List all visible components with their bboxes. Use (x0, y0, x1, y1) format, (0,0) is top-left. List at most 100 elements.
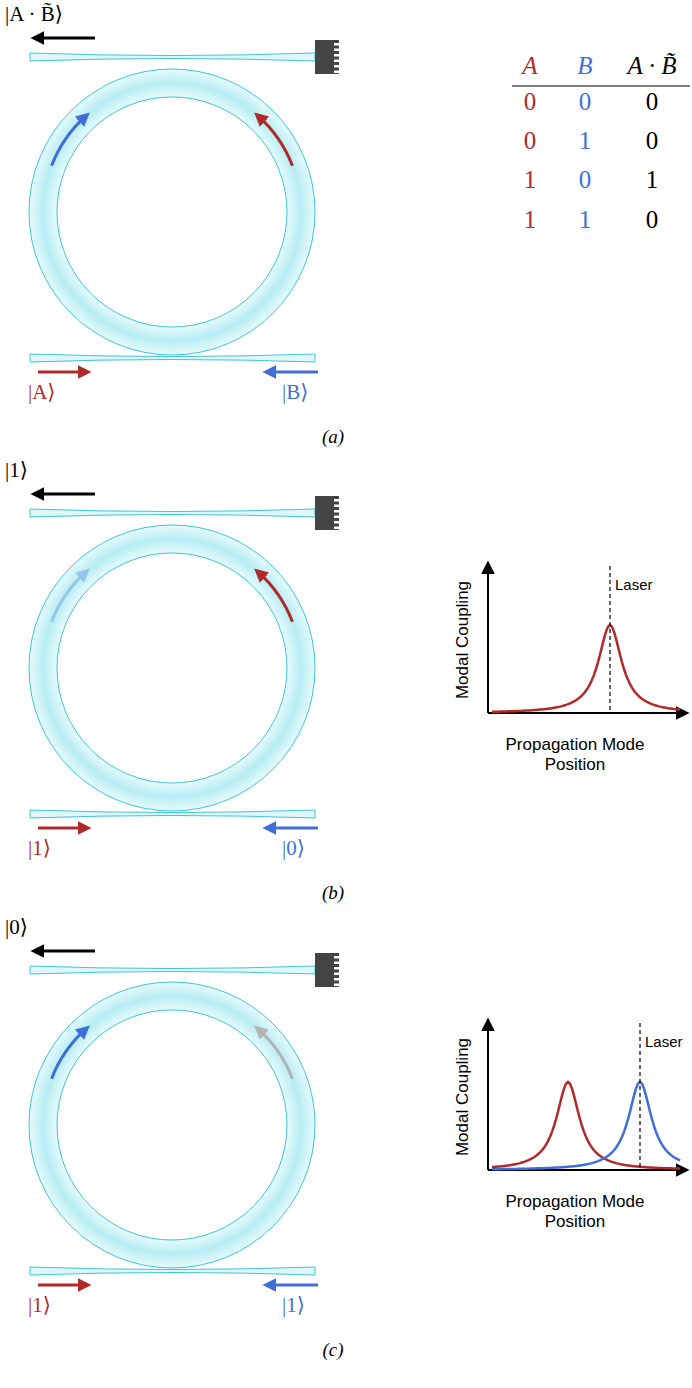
table-cell: 1 (524, 206, 537, 235)
table-cell: 0 (646, 88, 659, 117)
table-cell: 1 (579, 127, 592, 156)
input-a-arrow (38, 371, 86, 374)
ring-resonator (29, 69, 315, 355)
x-axis (488, 712, 684, 714)
grating-tooth (334, 978, 339, 981)
grating-tooth (334, 984, 339, 987)
bus-waveguide (30, 53, 315, 61)
input-ket: |1⟩ (28, 836, 51, 860)
table-cell: 0 (579, 166, 592, 195)
lorentzian-curve (492, 625, 680, 712)
grating-tooth (334, 505, 339, 508)
grating-tooth (334, 71, 339, 74)
grating-tooth (334, 973, 339, 976)
table-cell: 1 (646, 166, 659, 195)
ring-mode-arrow (258, 116, 292, 166)
panel-label: (b) (322, 882, 344, 904)
output-arrow-group (36, 38, 95, 39)
ring-resonator (29, 982, 315, 1268)
output-ket: |A · B̃⟩ (5, 2, 63, 26)
ring-panel (29, 494, 339, 828)
axis-label: Modal Coupling (453, 1038, 473, 1156)
output-arrow (36, 493, 95, 496)
ring-mode-arrow-group (52, 1029, 86, 1079)
input-b-arrow-group (268, 828, 318, 829)
ring-panel (29, 38, 339, 372)
output-arrow (36, 950, 95, 953)
output-ket: |1⟩ (5, 458, 28, 482)
grating-tooth (334, 962, 339, 965)
laser-line (609, 566, 610, 713)
input-a-arrow (38, 1284, 86, 1287)
output-arrow-group (36, 951, 95, 952)
axis-label: Propagation Mode Position (505, 1192, 645, 1231)
ring-mode-arrow-group (52, 116, 86, 166)
input-b-arrow-group (268, 1285, 318, 1286)
laser-line (639, 1023, 640, 1170)
table-cell: 0 (646, 127, 659, 156)
output-arrow-group (36, 494, 95, 495)
input-ket: |1⟩ (282, 1293, 305, 1317)
grating-tooth (334, 60, 339, 63)
bus-waveguide (30, 509, 315, 517)
panel-label: (a) (322, 426, 344, 448)
input-a-arrow-group (38, 828, 86, 829)
table-cell: 1 (524, 166, 537, 195)
grating-tooth (334, 967, 339, 970)
input-a-arrow-group (38, 372, 86, 373)
y-axis (487, 566, 489, 713)
input-ket: |B⟩ (282, 380, 308, 404)
ring-mode-arrow (52, 1029, 86, 1079)
panel-label: (c) (322, 1339, 343, 1361)
input-a-arrow (38, 827, 86, 830)
table-cell: 0 (524, 88, 537, 117)
table-header: B (577, 52, 592, 81)
grating-tooth (334, 43, 339, 46)
input-a-arrow-group (38, 1285, 86, 1286)
output-ket: |0⟩ (5, 915, 28, 939)
table-header: A (522, 52, 537, 81)
grating-tooth (334, 499, 339, 502)
ring-resonator (29, 525, 315, 811)
table-cell: 0 (524, 127, 537, 156)
lorentzian-curve (492, 1082, 680, 1169)
ring-mode-arrow (52, 572, 86, 622)
grating-coupler (315, 40, 339, 74)
grating-tooth (334, 956, 339, 959)
bus-waveguide (30, 1267, 315, 1275)
ring-mode-arrow-group (52, 572, 86, 622)
table-cell: 0 (579, 88, 592, 117)
grating-tooth (334, 510, 339, 513)
table-cell: 0 (646, 206, 659, 235)
bus-waveguide (30, 354, 315, 362)
grating-tooth (334, 49, 339, 52)
grating-tooth (334, 516, 339, 519)
grating-tooth (334, 521, 339, 524)
output-arrow (36, 37, 95, 40)
grating-tooth (334, 54, 339, 57)
table-header: A · B̃ (628, 52, 677, 81)
axis-label: Propagation Mode Position (505, 735, 645, 774)
ring-mode-arrow-group (258, 1029, 292, 1079)
grating-tooth (334, 65, 339, 68)
lorentzian-curve (492, 1082, 680, 1169)
ring-mode-arrow (258, 1029, 292, 1079)
input-b-arrow (268, 827, 318, 830)
ring-mode-arrow (52, 116, 86, 166)
ring-mode-arrow (258, 572, 292, 622)
y-axis (487, 1023, 489, 1170)
bus-waveguide (30, 966, 315, 974)
input-b-arrow (268, 371, 318, 374)
input-b-arrow-group (268, 372, 318, 373)
grating-tooth (334, 527, 339, 530)
grating-coupler (315, 496, 339, 530)
coupling-plot (488, 566, 684, 713)
laser-label: Laser (615, 576, 653, 593)
table-cell: 1 (579, 206, 592, 235)
input-ket: |1⟩ (28, 1293, 51, 1317)
input-b-arrow (268, 1284, 318, 1287)
input-ket: |0⟩ (282, 836, 305, 860)
ring-panel (29, 951, 339, 1285)
grating-coupler (315, 953, 339, 987)
